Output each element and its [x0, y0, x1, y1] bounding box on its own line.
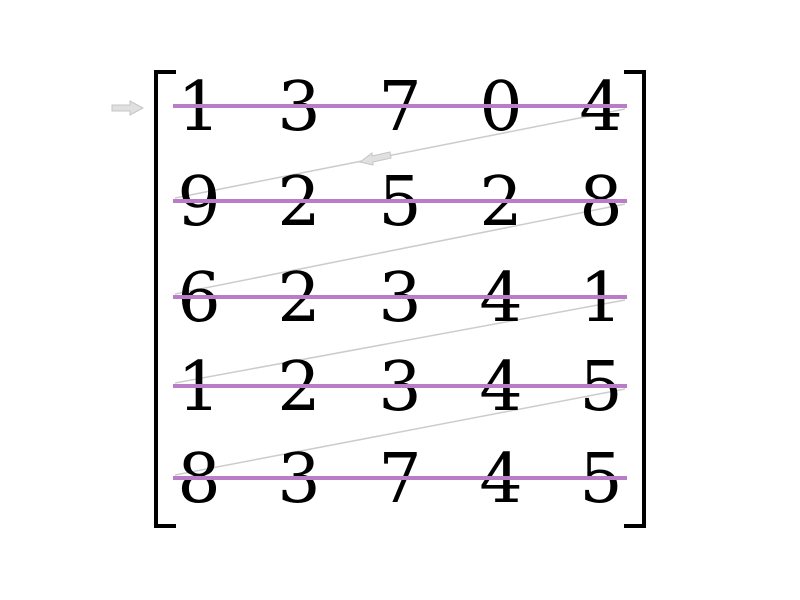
matrix-cell-r4-c3: 3 [378, 348, 422, 427]
scan-line-4 [174, 388, 626, 476]
matrix-cell-r4-c4: 4 [479, 348, 523, 427]
scan-arrows [111, 100, 392, 166]
matrix-cell-r2-c4: 2 [479, 163, 523, 242]
scan-line-2 [174, 203, 626, 295]
matrix-cell-r1-c2: 3 [277, 68, 321, 147]
matrix-cell-r2-c1: 9 [177, 163, 221, 242]
matrix-cell-r1-c5: 4 [579, 68, 623, 147]
left-bracket [154, 70, 176, 528]
matrix-cell-r4-c1: 1 [177, 348, 221, 427]
matrix-cell-r2-c2: 2 [277, 163, 321, 242]
scan-line-3 [174, 299, 626, 384]
matrix-cell-r3-c3: 3 [378, 259, 422, 338]
matrix-cell-r5-c2: 3 [277, 440, 321, 519]
matrix-cell-r5-c1: 8 [177, 440, 221, 519]
matrix-cell-r4-c2: 2 [277, 348, 321, 427]
matrix-brackets [154, 70, 646, 528]
right-bracket [624, 70, 646, 528]
matrix-cell-r1-c3: 7 [378, 68, 422, 147]
matrix-cell-r3-c5: 1 [579, 259, 623, 338]
matrix-cell-r3-c4: 4 [479, 259, 523, 338]
matrix-cell-r5-c5: 5 [579, 440, 623, 519]
wrap-arrow-icon [358, 151, 392, 166]
matrix-cell-r4-c5: 5 [579, 348, 623, 427]
matrix-cell-r5-c3: 7 [378, 440, 422, 519]
matrix-cell-r1-c1: 1 [177, 68, 221, 147]
row-to-row-scan-lines [174, 108, 626, 476]
matrix-cell-r2-c5: 8 [579, 163, 623, 242]
matrix-cell-r3-c2: 2 [277, 259, 321, 338]
matrix-cell-r3-c1: 6 [177, 259, 221, 338]
matrix-cell-r2-c3: 5 [378, 163, 422, 242]
matrix-cell-r5-c4: 4 [479, 440, 523, 519]
scan-line-1 [174, 108, 626, 199]
entry-arrow-icon [111, 100, 145, 116]
matrix-cell-r1-c4: 0 [479, 68, 523, 147]
